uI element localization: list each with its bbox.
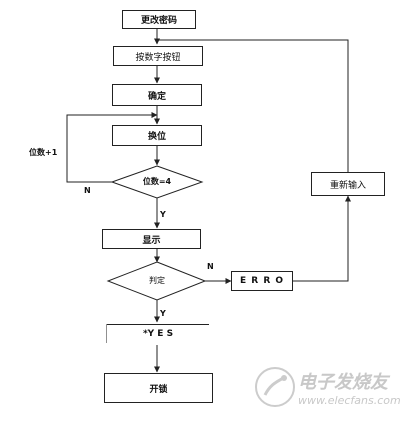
node-yes: *Y E S xyxy=(107,324,209,343)
watermark-url: www.elecfans.com xyxy=(298,394,400,407)
edge-loop-digit-plus xyxy=(66,112,158,183)
decision-judge xyxy=(106,261,207,301)
node-confirm: 确定 xyxy=(112,84,202,106)
watermark-logo xyxy=(255,367,295,407)
watermark-text: 电子发烧友 xyxy=(298,372,388,393)
label-y-yes: Y xyxy=(160,309,166,318)
label-digit-plus: 位数+1 xyxy=(29,148,58,157)
node-reenter: 重新输入 xyxy=(311,172,385,196)
node-error: E R R O xyxy=(231,271,293,291)
label-n-error: N xyxy=(207,262,214,271)
label-n-loop: N xyxy=(84,186,91,195)
decision-judge-label: 判定 xyxy=(149,276,165,285)
decision-digit-check-label: 位数=4 xyxy=(142,177,172,186)
node-shift: 换位 xyxy=(112,125,202,146)
edge-reenter-to-press xyxy=(157,39,349,172)
edge-error-to-reenter xyxy=(293,195,351,282)
node-change-password: 更改密码 xyxy=(122,10,196,29)
node-press-digit-button: 按数字按钮 xyxy=(113,46,203,66)
decision-digit-check xyxy=(110,165,204,199)
node-display: 显示 xyxy=(102,229,201,249)
node-unlock: 开锁 xyxy=(104,373,213,403)
label-y-display: Y xyxy=(160,210,166,219)
